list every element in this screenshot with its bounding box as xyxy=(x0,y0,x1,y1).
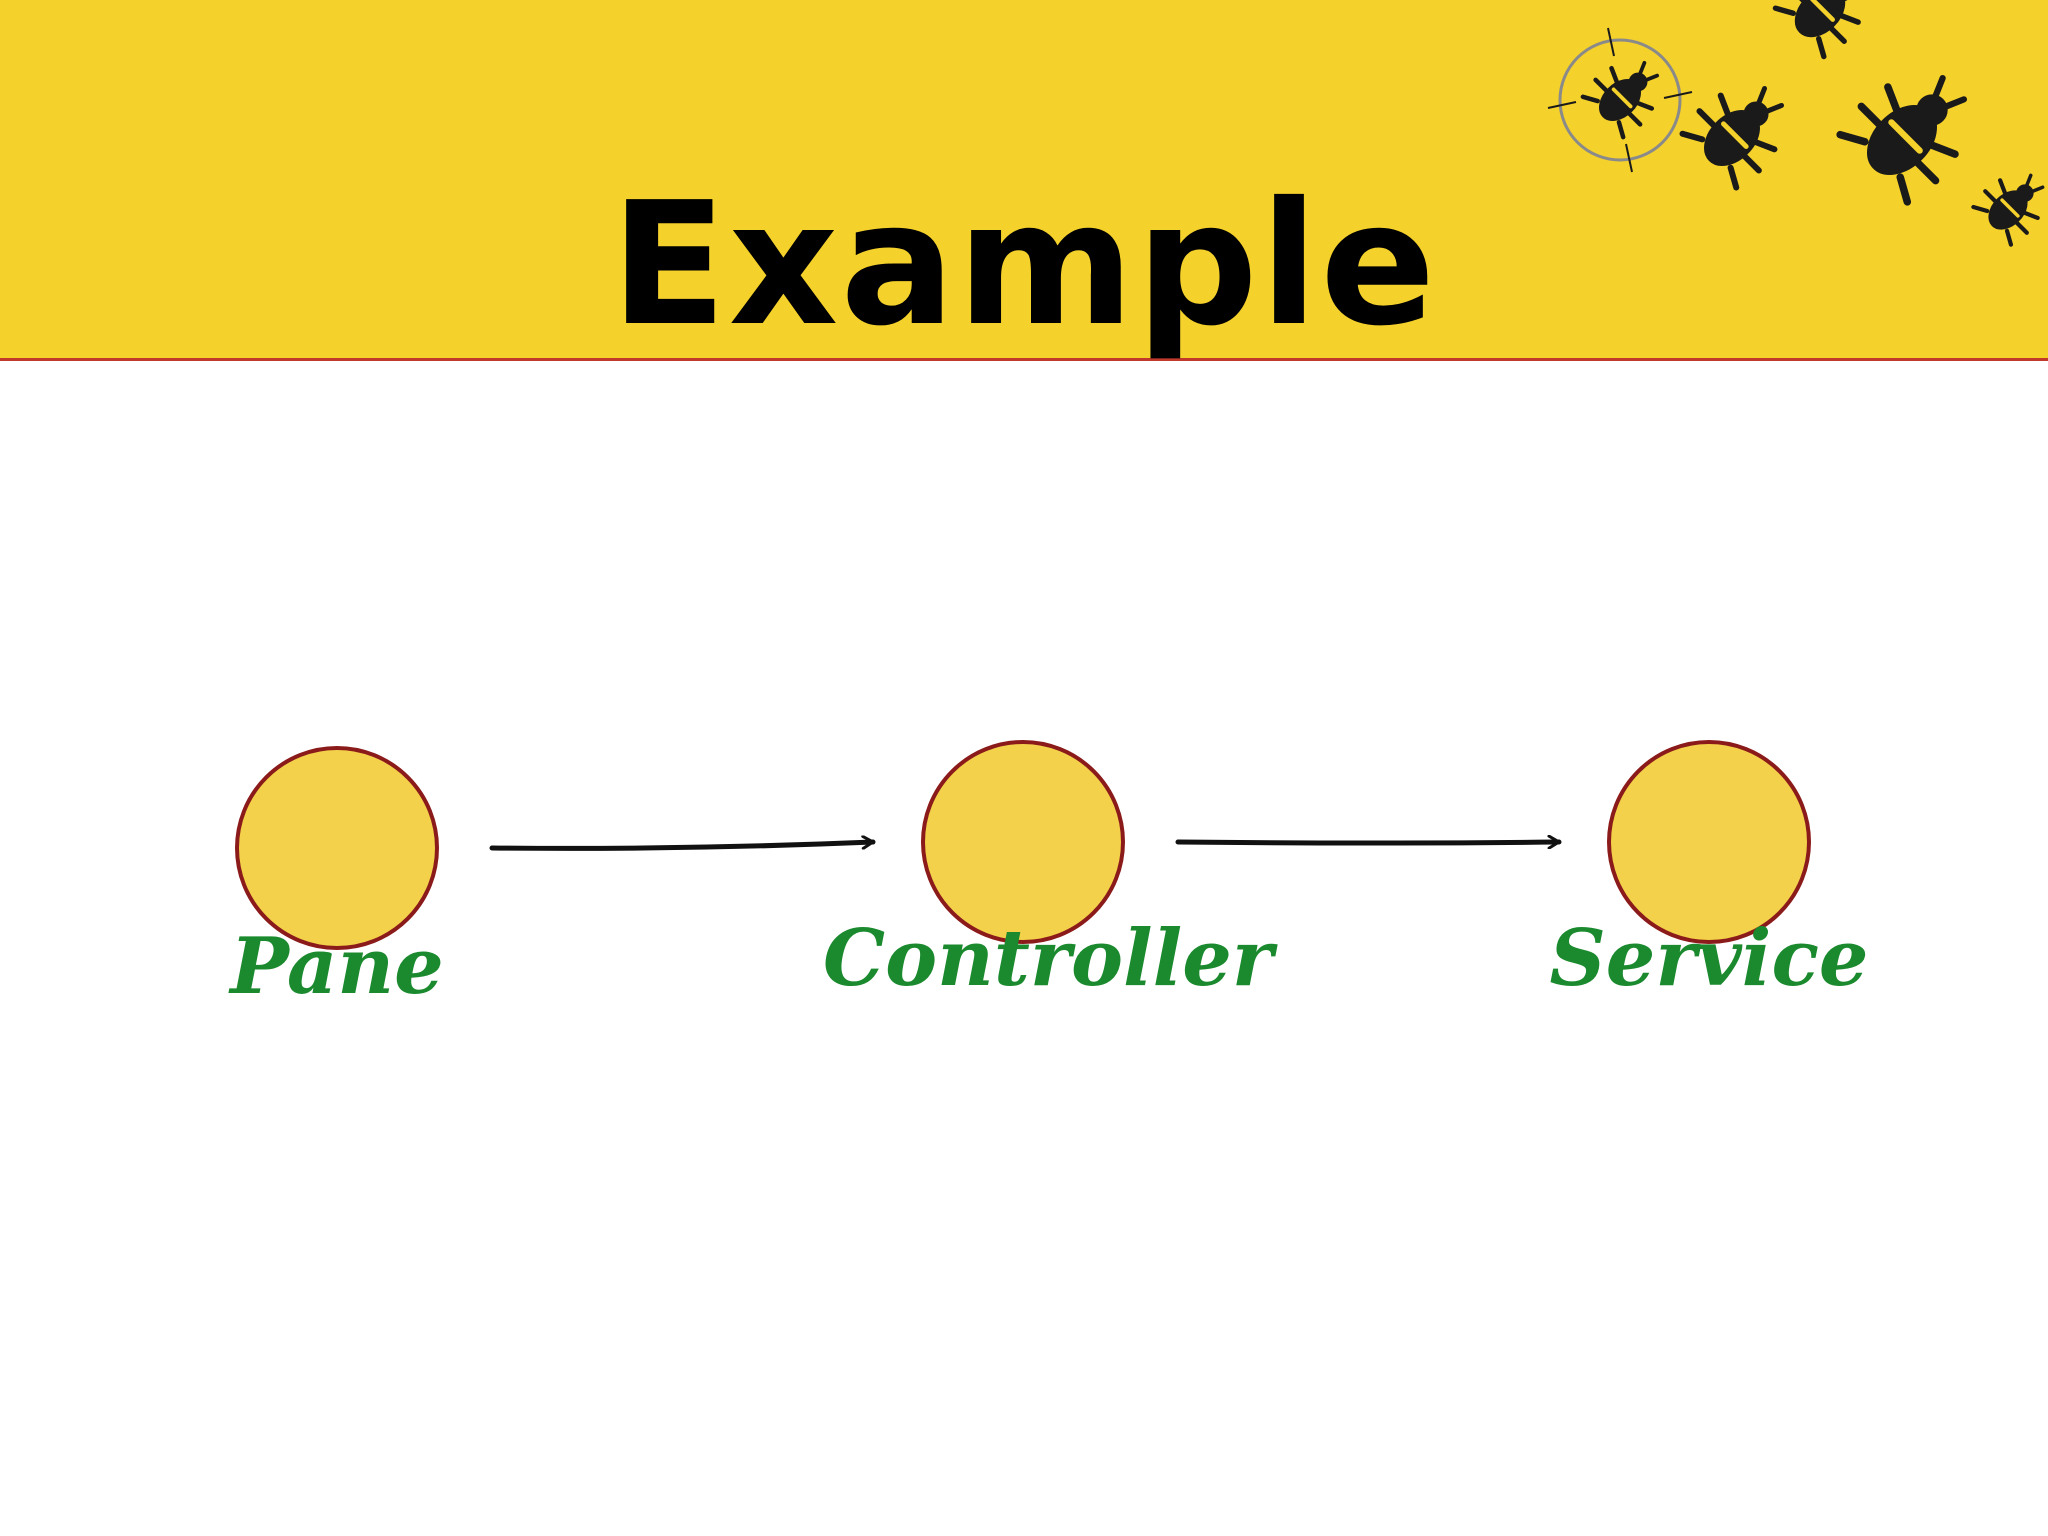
edge-pane-to-controller xyxy=(492,842,873,848)
node-controller xyxy=(923,742,1123,942)
node-label-service: Service xyxy=(1509,920,1909,998)
node-label-controller: Controller xyxy=(823,920,1223,998)
node-pane xyxy=(237,748,437,948)
node-service xyxy=(1609,742,1809,942)
node-label-pane: Pane xyxy=(137,928,537,1006)
edge-controller-to-service xyxy=(1178,842,1559,843)
